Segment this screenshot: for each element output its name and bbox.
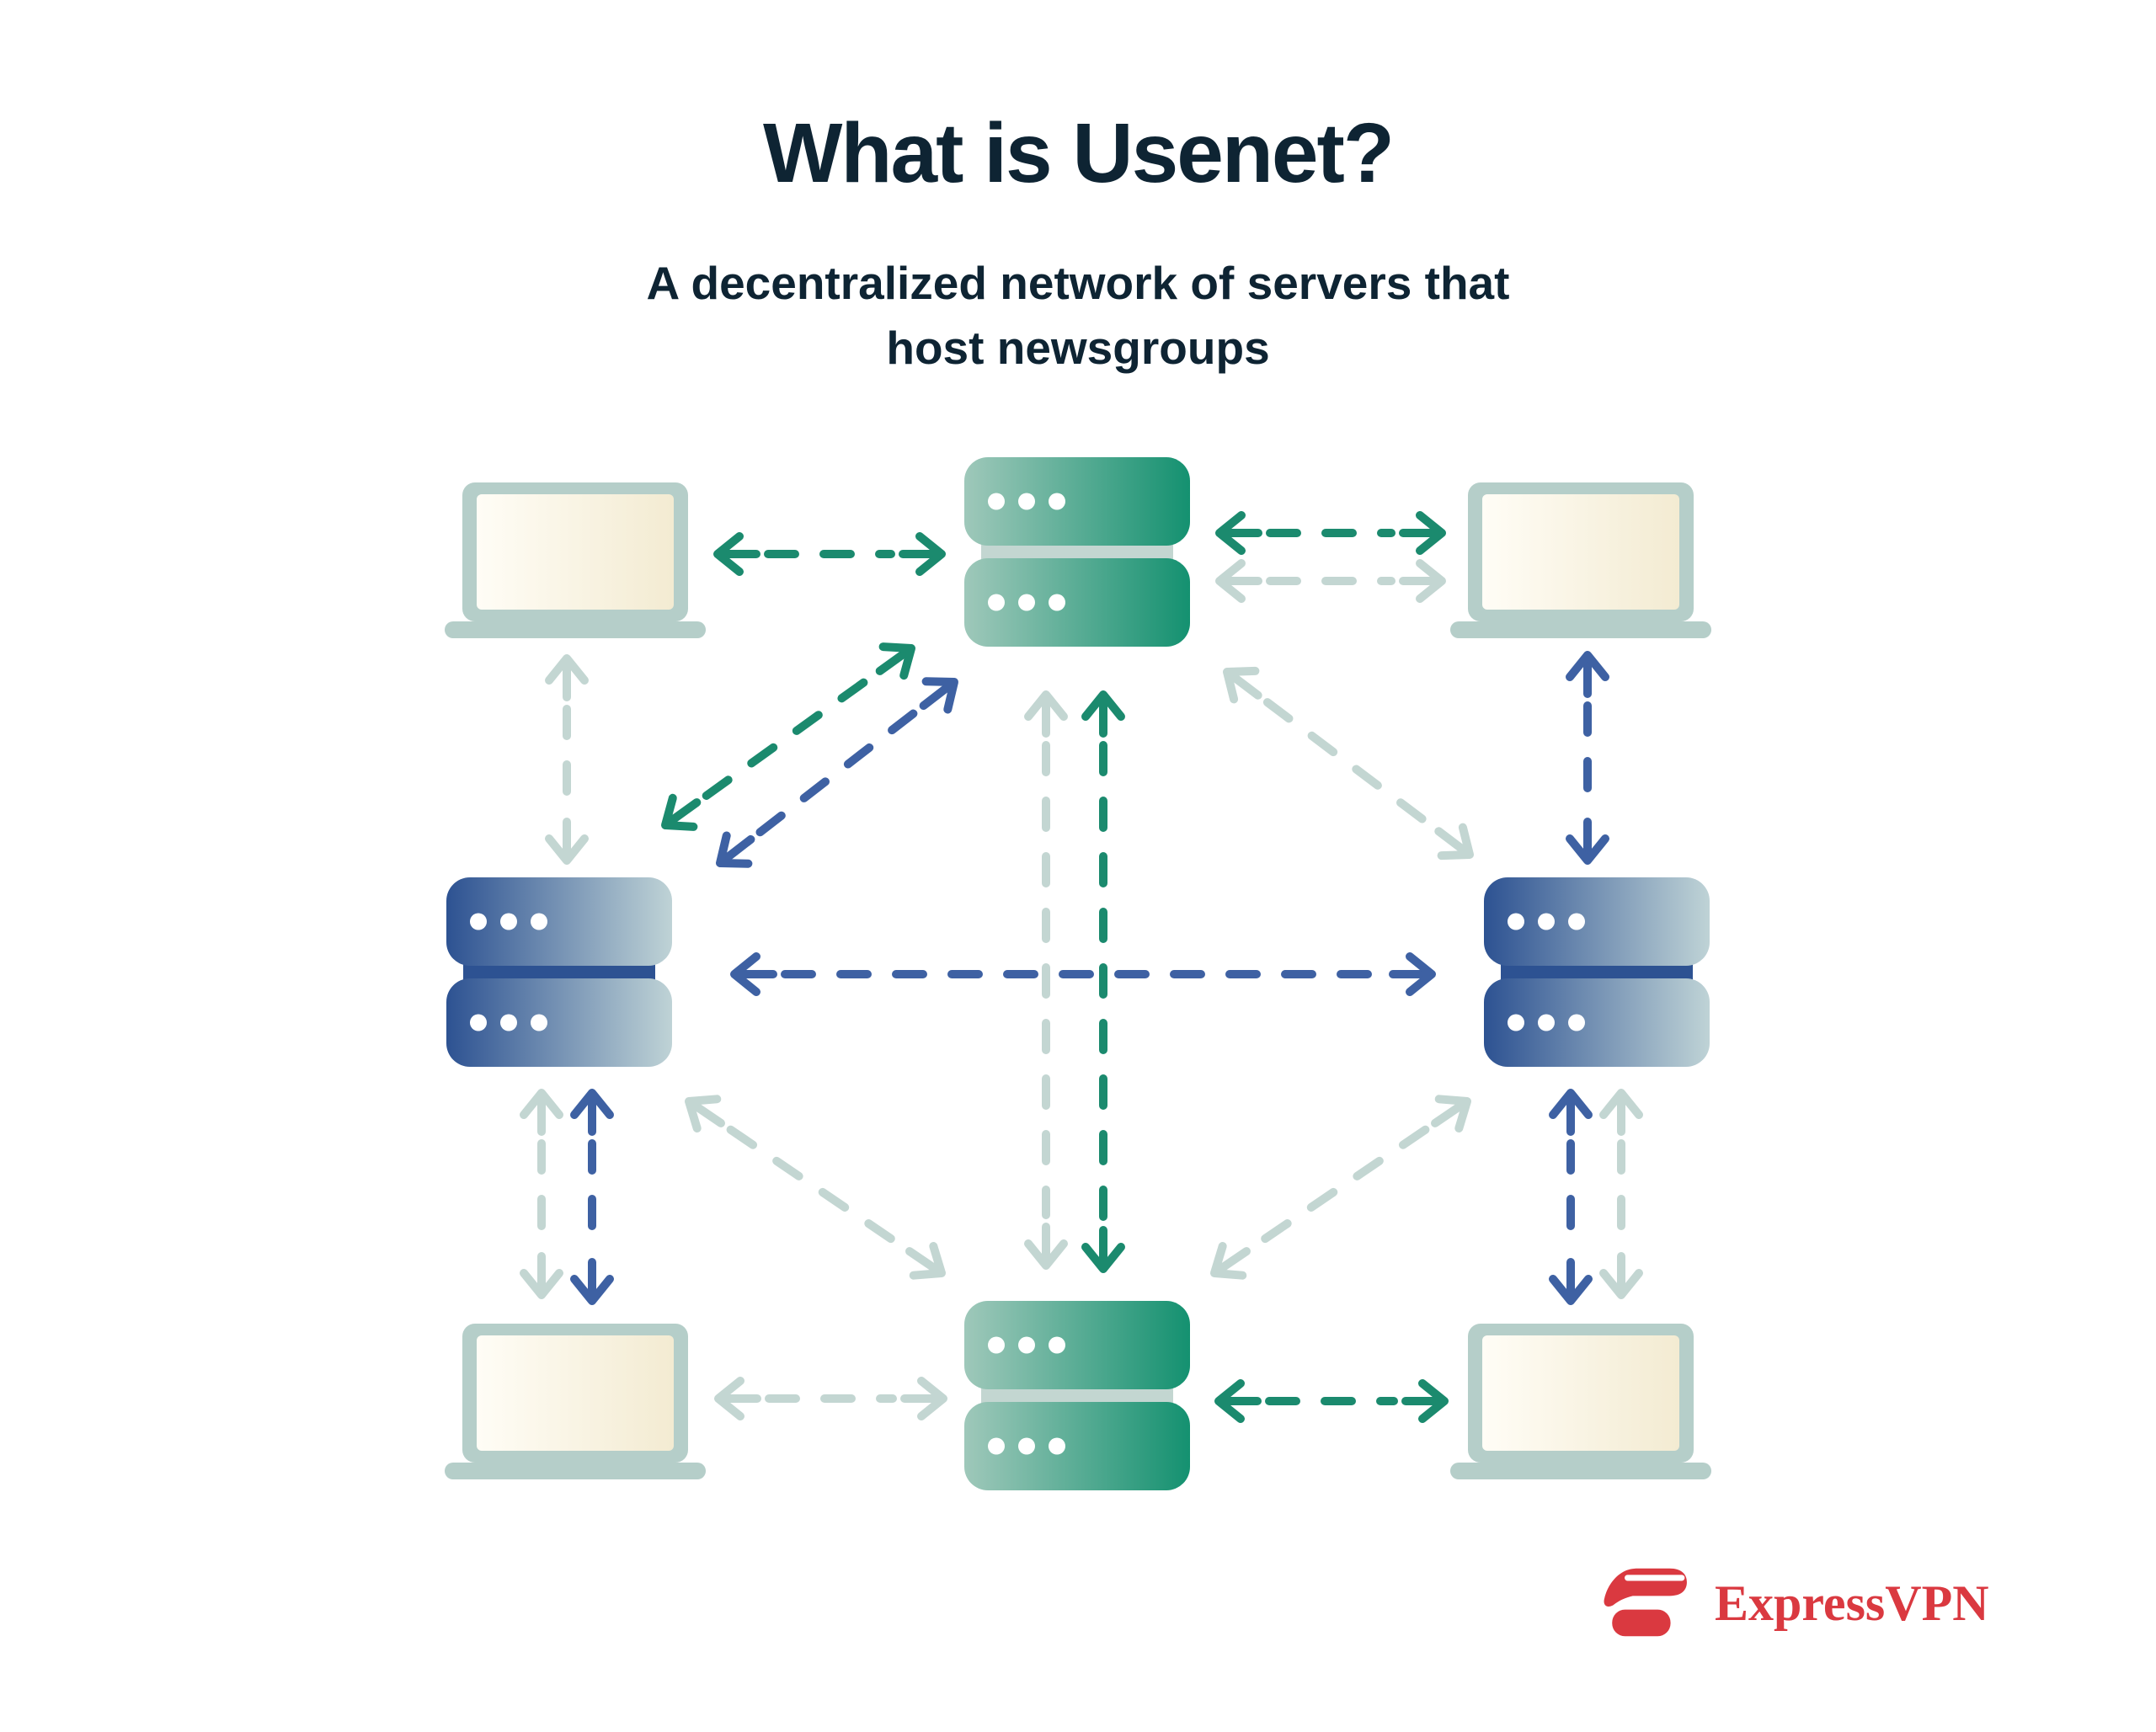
laptop-top-left bbox=[445, 482, 706, 638]
connection-server-left-to-laptop-bottom-left-sage bbox=[520, 1089, 563, 1299]
server-left bbox=[446, 877, 672, 1067]
subtitle-line-2: host newsgroups bbox=[886, 322, 1270, 374]
brand-name: ExpressVPN bbox=[1715, 1575, 1989, 1631]
logo-top-shape bbox=[1604, 1568, 1687, 1607]
page-title: What is Usenet? bbox=[763, 106, 1395, 200]
connection-server-left-to-server-bottom bbox=[685, 1095, 946, 1280]
server-bottom bbox=[964, 1301, 1190, 1490]
connection-laptop-top-left-to-server-left bbox=[545, 654, 589, 865]
connection-server-left-to-server-top-navy bbox=[716, 677, 958, 868]
server-top bbox=[964, 457, 1190, 647]
expressvpn-logo-icon bbox=[1604, 1568, 1687, 1637]
connection-server-right-to-laptop-bottom-right-navy bbox=[1549, 1089, 1593, 1305]
server-right bbox=[1484, 877, 1710, 1067]
nodes-layer bbox=[445, 457, 1711, 1490]
connection-server-top-to-server-bottom-sage bbox=[1024, 690, 1068, 1270]
connection-laptop-bottom-left-to-server-bottom bbox=[714, 1377, 947, 1420]
connection-server-bottom-to-laptop-bottom-right bbox=[1214, 1379, 1449, 1423]
connection-server-top-to-server-bottom-green bbox=[1081, 690, 1125, 1273]
connection-server-right-to-server-bottom bbox=[1210, 1095, 1471, 1280]
connection-server-left-to-server-right bbox=[730, 952, 1436, 996]
brand-logo: ExpressVPN bbox=[1602, 1566, 1989, 1640]
subtitle-line-1: A decentralized network of servers that bbox=[646, 257, 1510, 309]
connection-server-right-to-laptop-bottom-right-sage bbox=[1599, 1089, 1643, 1299]
connection-server-left-to-laptop-bottom-left-navy bbox=[570, 1089, 614, 1305]
connection-laptop-top-right-to-server-right bbox=[1566, 651, 1609, 865]
laptop-top-right bbox=[1450, 482, 1711, 638]
connection-server-left-to-server-top-green bbox=[661, 642, 915, 831]
connection-server-top-to-laptop-top-right-green bbox=[1215, 511, 1446, 555]
logo-bottom-shape bbox=[1612, 1609, 1671, 1637]
page-subtitle: A decentralized network of servers that … bbox=[0, 251, 2156, 381]
connections-layer bbox=[520, 511, 1643, 1423]
connection-server-top-to-server-right bbox=[1223, 666, 1474, 861]
laptop-bottom-right bbox=[1450, 1324, 1711, 1479]
laptop-bottom-left bbox=[445, 1324, 706, 1479]
connection-server-top-to-laptop-top-right-sage bbox=[1215, 559, 1446, 603]
connection-laptop-top-left-to-server-top bbox=[713, 532, 946, 576]
